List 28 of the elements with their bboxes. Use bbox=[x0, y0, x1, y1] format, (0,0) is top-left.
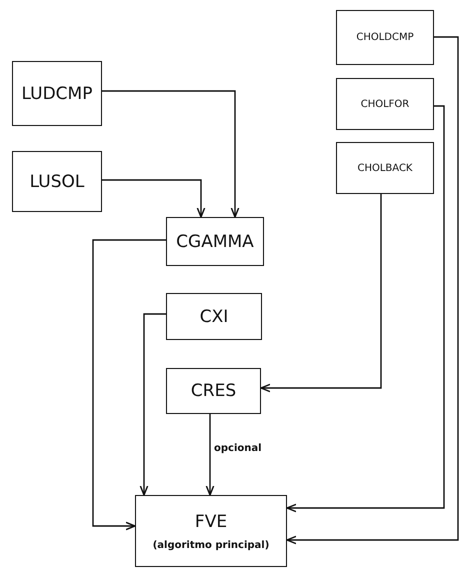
process-box bbox=[166, 217, 264, 266]
box-title: CRES bbox=[190, 381, 236, 401]
arrow bbox=[206, 414, 214, 496]
process-box bbox=[166, 293, 262, 340]
box-title: LUDCMP bbox=[22, 84, 92, 104]
arrow bbox=[92, 239, 166, 530]
arrow bbox=[102, 90, 240, 218]
process-box bbox=[336, 78, 434, 130]
box-title: CHOLBACK bbox=[357, 162, 412, 174]
box-title: CHOLDCMP bbox=[356, 32, 414, 43]
box-title: FVE bbox=[194, 512, 228, 532]
process-box bbox=[336, 10, 434, 65]
box-title: LUSOL bbox=[30, 172, 84, 192]
process-box bbox=[166, 368, 261, 414]
process-box bbox=[135, 495, 287, 567]
arrow bbox=[286, 36, 459, 544]
arrow bbox=[140, 313, 166, 496]
box-title: CXI bbox=[200, 306, 228, 326]
process-box bbox=[12, 151, 102, 212]
edge-label: opcional bbox=[213, 442, 263, 454]
box-title: CGAMMA bbox=[176, 232, 254, 252]
box-title: CHOLFOR bbox=[360, 98, 410, 110]
arrow bbox=[260, 194, 382, 392]
box-subtitle: (algoritmo principal) bbox=[152, 540, 270, 550]
arrow bbox=[102, 179, 206, 218]
arrow bbox=[286, 105, 445, 512]
process-box bbox=[336, 142, 434, 194]
process-box bbox=[12, 61, 102, 126]
